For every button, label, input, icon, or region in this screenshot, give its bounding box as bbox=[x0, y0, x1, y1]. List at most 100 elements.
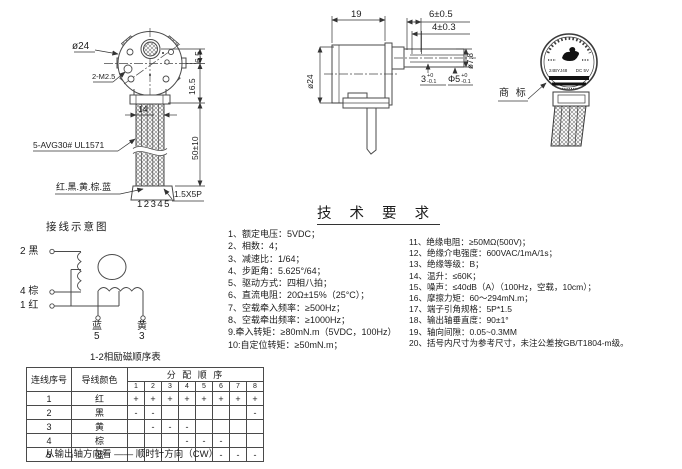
terminal-1-red-label: 1 红 bbox=[20, 300, 38, 311]
cell: + bbox=[246, 391, 264, 406]
front-view-dimensions bbox=[33, 48, 205, 202]
tech-requirements-right-column: 11、绝缘电阻：≥50MΩ(500V)； 12、绝缘介电强度：600VAC/1m… bbox=[409, 237, 629, 349]
table-row-black: 2 黑 - - - bbox=[26, 405, 264, 420]
cell: + bbox=[195, 391, 213, 406]
cell bbox=[127, 433, 145, 448]
cell: + bbox=[161, 391, 179, 406]
tech-item-11: 11、绝缘电阻：≥50MΩ(500V)； bbox=[409, 237, 531, 247]
cell: - bbox=[178, 419, 196, 434]
tech-item-7: 7、空载牵入频率：≥500Hz； bbox=[228, 302, 345, 313]
cell: + bbox=[127, 391, 145, 406]
front-dim-offset-label: 6.5 bbox=[193, 51, 203, 63]
cell: - bbox=[127, 405, 145, 420]
step-3: 3 bbox=[161, 381, 179, 392]
badge-neck-inner bbox=[557, 94, 586, 104]
cell: - bbox=[144, 419, 162, 434]
side-dim-shaft-len-label: 6±0.5 bbox=[429, 9, 453, 20]
sequence-table: 连线序号 导线颜色 分 配 顺 序 1 2 3 4 5 6 7 8 1 红 + … bbox=[26, 367, 264, 462]
terminal-1-color: 红 bbox=[28, 300, 39, 311]
step-1: 1 bbox=[127, 381, 145, 392]
side-centerlines bbox=[324, 57, 476, 75]
row4-no: 4 bbox=[26, 433, 72, 448]
flat-tol-minus: -0.1 bbox=[427, 78, 437, 85]
rotor-circle bbox=[97, 254, 127, 280]
cell: + bbox=[178, 391, 196, 406]
wire-red-common bbox=[54, 269, 120, 307]
badge-outer-ring bbox=[540, 33, 598, 91]
flat-tolerance-stack: +0-0.1 bbox=[427, 73, 437, 85]
cell: + bbox=[144, 391, 162, 406]
badge-voltage: DC 5V bbox=[575, 67, 589, 73]
sequence-table-title: 1-2相励磁顺序表 bbox=[90, 352, 161, 363]
shaft-tol-plus: +0 bbox=[461, 73, 468, 79]
front-dim-center-label: 16.5 bbox=[187, 78, 197, 95]
table-row-brown: 4 棕 - - - bbox=[26, 433, 264, 448]
tech-item-12: 12、绝缘介电强度：600VAC/1mA/1s； bbox=[409, 248, 558, 259]
step-2: 2 bbox=[144, 381, 162, 392]
side-dim-19-label: 19 bbox=[351, 9, 362, 20]
front-shaft-boss-inner bbox=[143, 41, 158, 57]
cell bbox=[229, 405, 247, 420]
row3-color: 黄 bbox=[71, 419, 128, 434]
table-header-row-1: 连线序号 导线颜色 分 配 顺 序 bbox=[26, 367, 264, 392]
shaft-value: Φ5 bbox=[448, 73, 461, 84]
tech-item-14: 14、温升：≤60K； bbox=[409, 270, 481, 281]
front-dim-cable-width-label: 14 bbox=[138, 104, 148, 114]
cell: - bbox=[195, 433, 213, 448]
tech-item-16: 16、摩擦力矩：60～294mN.m； bbox=[409, 293, 533, 304]
cell bbox=[212, 405, 230, 420]
tech-item-1: 1、额定电压：5VDC； bbox=[228, 229, 321, 239]
coil-horizontal bbox=[97, 287, 144, 292]
terminal-1-number: 1 bbox=[20, 300, 26, 311]
tech-item-5: 5、驱动方式：四相八拍； bbox=[228, 278, 333, 289]
cell: + bbox=[229, 391, 247, 406]
cell bbox=[178, 405, 196, 420]
step-5: 5 bbox=[195, 381, 213, 392]
header-sequence-span: 分 配 顺 序 bbox=[127, 367, 264, 382]
cell: - bbox=[246, 405, 264, 420]
row2-no: 2 bbox=[26, 405, 72, 420]
front-holes bbox=[123, 48, 175, 83]
shaft-tol-minus: -0.1 bbox=[461, 78, 471, 85]
badge-bird-logo bbox=[562, 47, 579, 61]
flat-tol-plus: +0 bbox=[427, 73, 434, 79]
badge-bar-1 bbox=[549, 76, 589, 80]
wiring-title: 接线示意图 bbox=[46, 221, 109, 233]
tech-item-8: 8、空载牵出频率：≥1000Hz； bbox=[228, 315, 350, 326]
cell bbox=[161, 433, 179, 448]
tech-item-10: 10:自定位转矩：≥50mN.m； bbox=[228, 339, 343, 350]
side-mount-plate bbox=[342, 92, 390, 155]
cell: - bbox=[178, 433, 196, 448]
cell: - bbox=[246, 447, 264, 462]
front-cable bbox=[131, 103, 169, 187]
front-dim-diameter-label: ø24 bbox=[72, 41, 90, 52]
side-dim-flat-len-label: 4±0.3 bbox=[432, 22, 456, 33]
tech-item-2: 2、相数：4； bbox=[228, 241, 284, 252]
cell bbox=[195, 405, 213, 420]
terminal-2-number: 2 bbox=[20, 246, 26, 257]
terminal-2-black-label: 2 黑 bbox=[20, 246, 38, 257]
cell bbox=[212, 419, 230, 434]
trademark-badge bbox=[498, 33, 598, 147]
step-7: 7 bbox=[229, 381, 247, 392]
coil-vertical bbox=[77, 251, 82, 291]
wiring-diagram bbox=[49, 248, 146, 321]
cell bbox=[246, 419, 264, 434]
cell: - bbox=[161, 419, 179, 434]
side-dim-boss-dia-label: ø7.8 bbox=[466, 52, 475, 69]
terminal-yellow-number: 3 bbox=[139, 331, 145, 342]
trademark-label: 商 标 bbox=[499, 88, 528, 99]
row1-color: 红 bbox=[71, 391, 128, 406]
front-connector-spec-label: 1.5X5P bbox=[174, 189, 202, 199]
flat-value: 3 bbox=[421, 73, 427, 84]
tech-requirements-title: 技 术 要 求 bbox=[317, 206, 441, 225]
terminal-4-color: 棕 bbox=[28, 286, 39, 297]
terminal-4-number: 4 bbox=[20, 286, 26, 297]
badge-inner-ring bbox=[543, 36, 595, 88]
tech-item-19: 19、轴向间隙：0.05~0.3MM bbox=[409, 326, 517, 337]
cell: - bbox=[144, 405, 162, 420]
trademark-leader bbox=[498, 83, 546, 102]
header-wire-color: 导线颜色 bbox=[71, 367, 128, 392]
terminal-blue-number: 5 bbox=[94, 331, 100, 342]
